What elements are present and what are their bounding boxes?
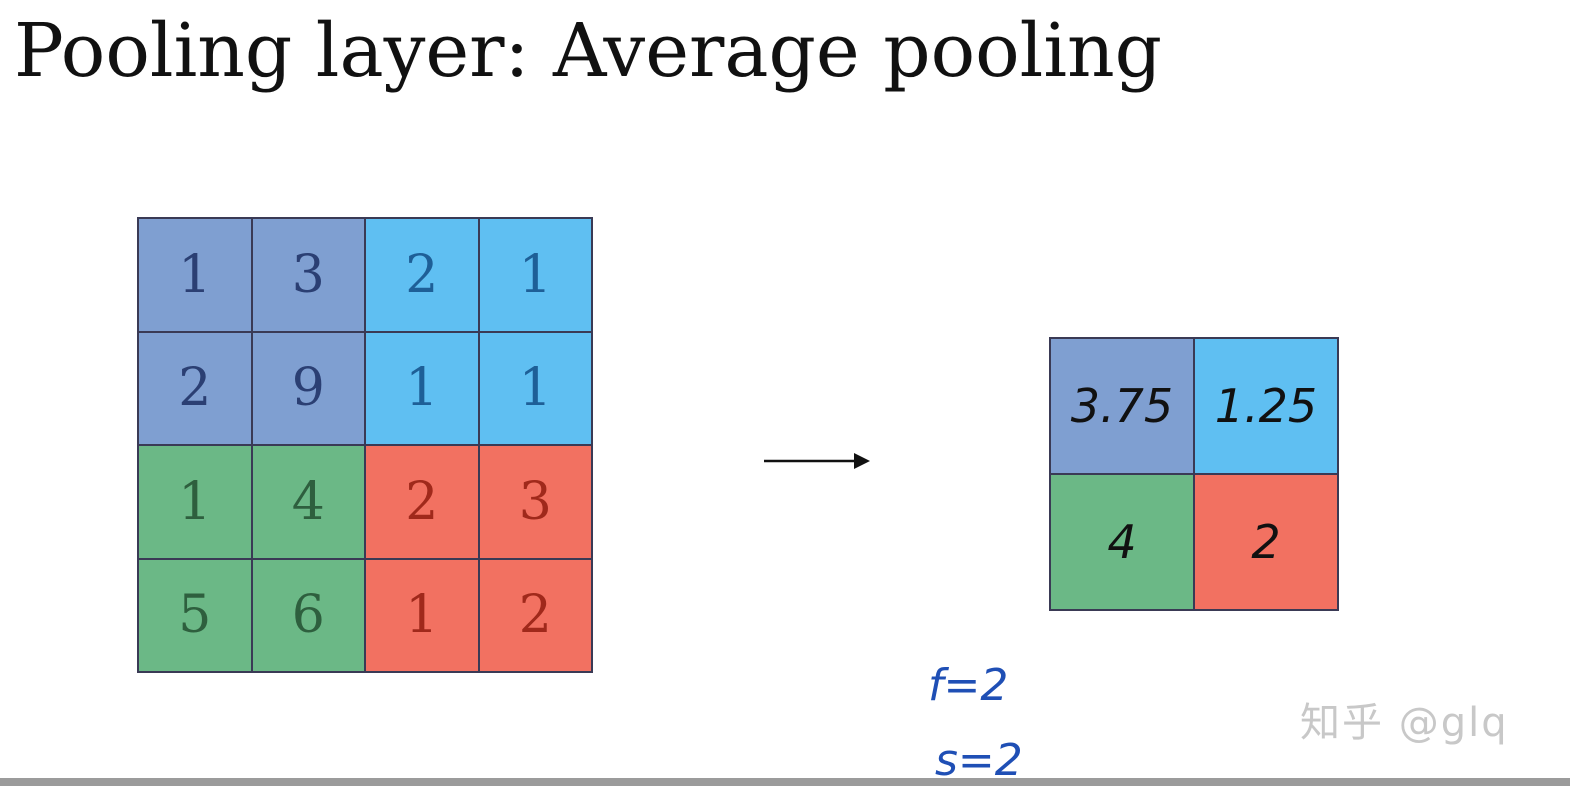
input-matrix-cell: 1 bbox=[138, 218, 252, 332]
output-matrix-cell: 4 bbox=[1050, 474, 1194, 610]
filter-size-annotation: f=2 bbox=[928, 660, 1009, 711]
output-matrix-cell: 3.75 bbox=[1050, 338, 1194, 474]
input-matrix-cell: 9 bbox=[251, 331, 365, 445]
input-matrix-cell: 1 bbox=[365, 331, 479, 445]
input-matrix-cell: 4 bbox=[251, 445, 365, 559]
watermark: 知乎 @glq bbox=[1300, 700, 1509, 746]
page-title: Pooling layer: Average pooling bbox=[14, 8, 1163, 94]
input-matrix-cell: 1 bbox=[138, 445, 252, 559]
input-matrix-cell: 1 bbox=[478, 218, 592, 332]
bottom-scrollbar[interactable] bbox=[0, 778, 1570, 786]
input-matrix-cell: 6 bbox=[251, 558, 365, 672]
input-matrix-cell: 1 bbox=[478, 331, 592, 445]
input-matrix-cell: 5 bbox=[138, 558, 252, 672]
input-matrix-cell: 2 bbox=[478, 558, 592, 672]
output-matrix-cell: 2 bbox=[1194, 474, 1338, 610]
input-matrix-cell: 3 bbox=[251, 218, 365, 332]
input-matrix-cell: 1 bbox=[365, 558, 479, 672]
stride-annotation: s=2 bbox=[935, 735, 1023, 786]
arrow-right-icon bbox=[764, 453, 870, 469]
input-matrix-cell: 2 bbox=[365, 445, 479, 559]
input-matrix-cell: 2 bbox=[138, 331, 252, 445]
input-matrix-cell: 3 bbox=[478, 445, 592, 559]
output-matrix-cell: 1.25 bbox=[1194, 338, 1338, 474]
input-matrix-cell: 2 bbox=[365, 218, 479, 332]
